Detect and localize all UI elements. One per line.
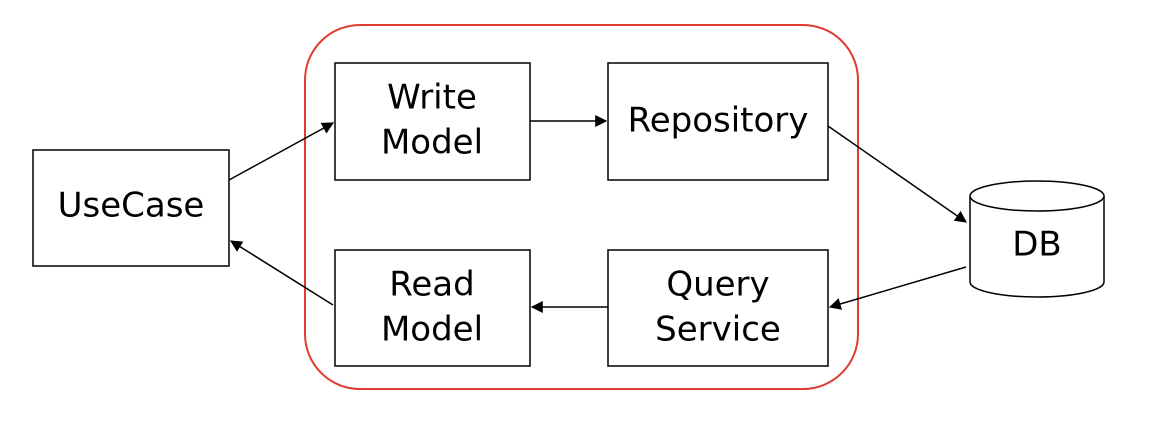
repository-box — [607, 62, 829, 181]
usecase-node[interactable]: UseCase — [32, 149, 230, 267]
db-cylinder-body — [969, 196, 1105, 298]
db-node[interactable]: DB — [969, 180, 1105, 298]
read-model-box — [334, 249, 531, 367]
usecase-box — [32, 149, 230, 267]
usecase-label: UseCase — [58, 186, 205, 226]
repository-node[interactable]: Repository — [607, 62, 829, 181]
repository-label: Repository — [628, 101, 809, 141]
query-service-label-line2: Service — [655, 310, 781, 350]
write-model-label-line1: Write — [387, 78, 477, 118]
read-model-label-line1: Read — [389, 265, 474, 305]
write-model-node[interactable]: Write Model — [334, 62, 531, 181]
query-service-node[interactable]: Query Service — [607, 249, 829, 367]
read-model-label-line2: Model — [381, 310, 483, 350]
read-model-node[interactable]: Read Model — [334, 249, 531, 367]
edge-usecase-to-write-model — [228, 122, 335, 181]
edge-db-to-query-service — [828, 266, 967, 310]
write-model-label-line2: Model — [381, 123, 483, 163]
edge-repository-to-db — [827, 125, 967, 223]
query-service-box — [607, 249, 829, 367]
edge-read-model-to-usecase — [229, 240, 334, 306]
db-label: DB — [1012, 225, 1062, 265]
model-group-boundary — [304, 24, 859, 390]
write-model-box — [334, 62, 531, 181]
query-service-label-line1: Query — [666, 265, 769, 305]
db-cylinder-top — [969, 180, 1105, 212]
